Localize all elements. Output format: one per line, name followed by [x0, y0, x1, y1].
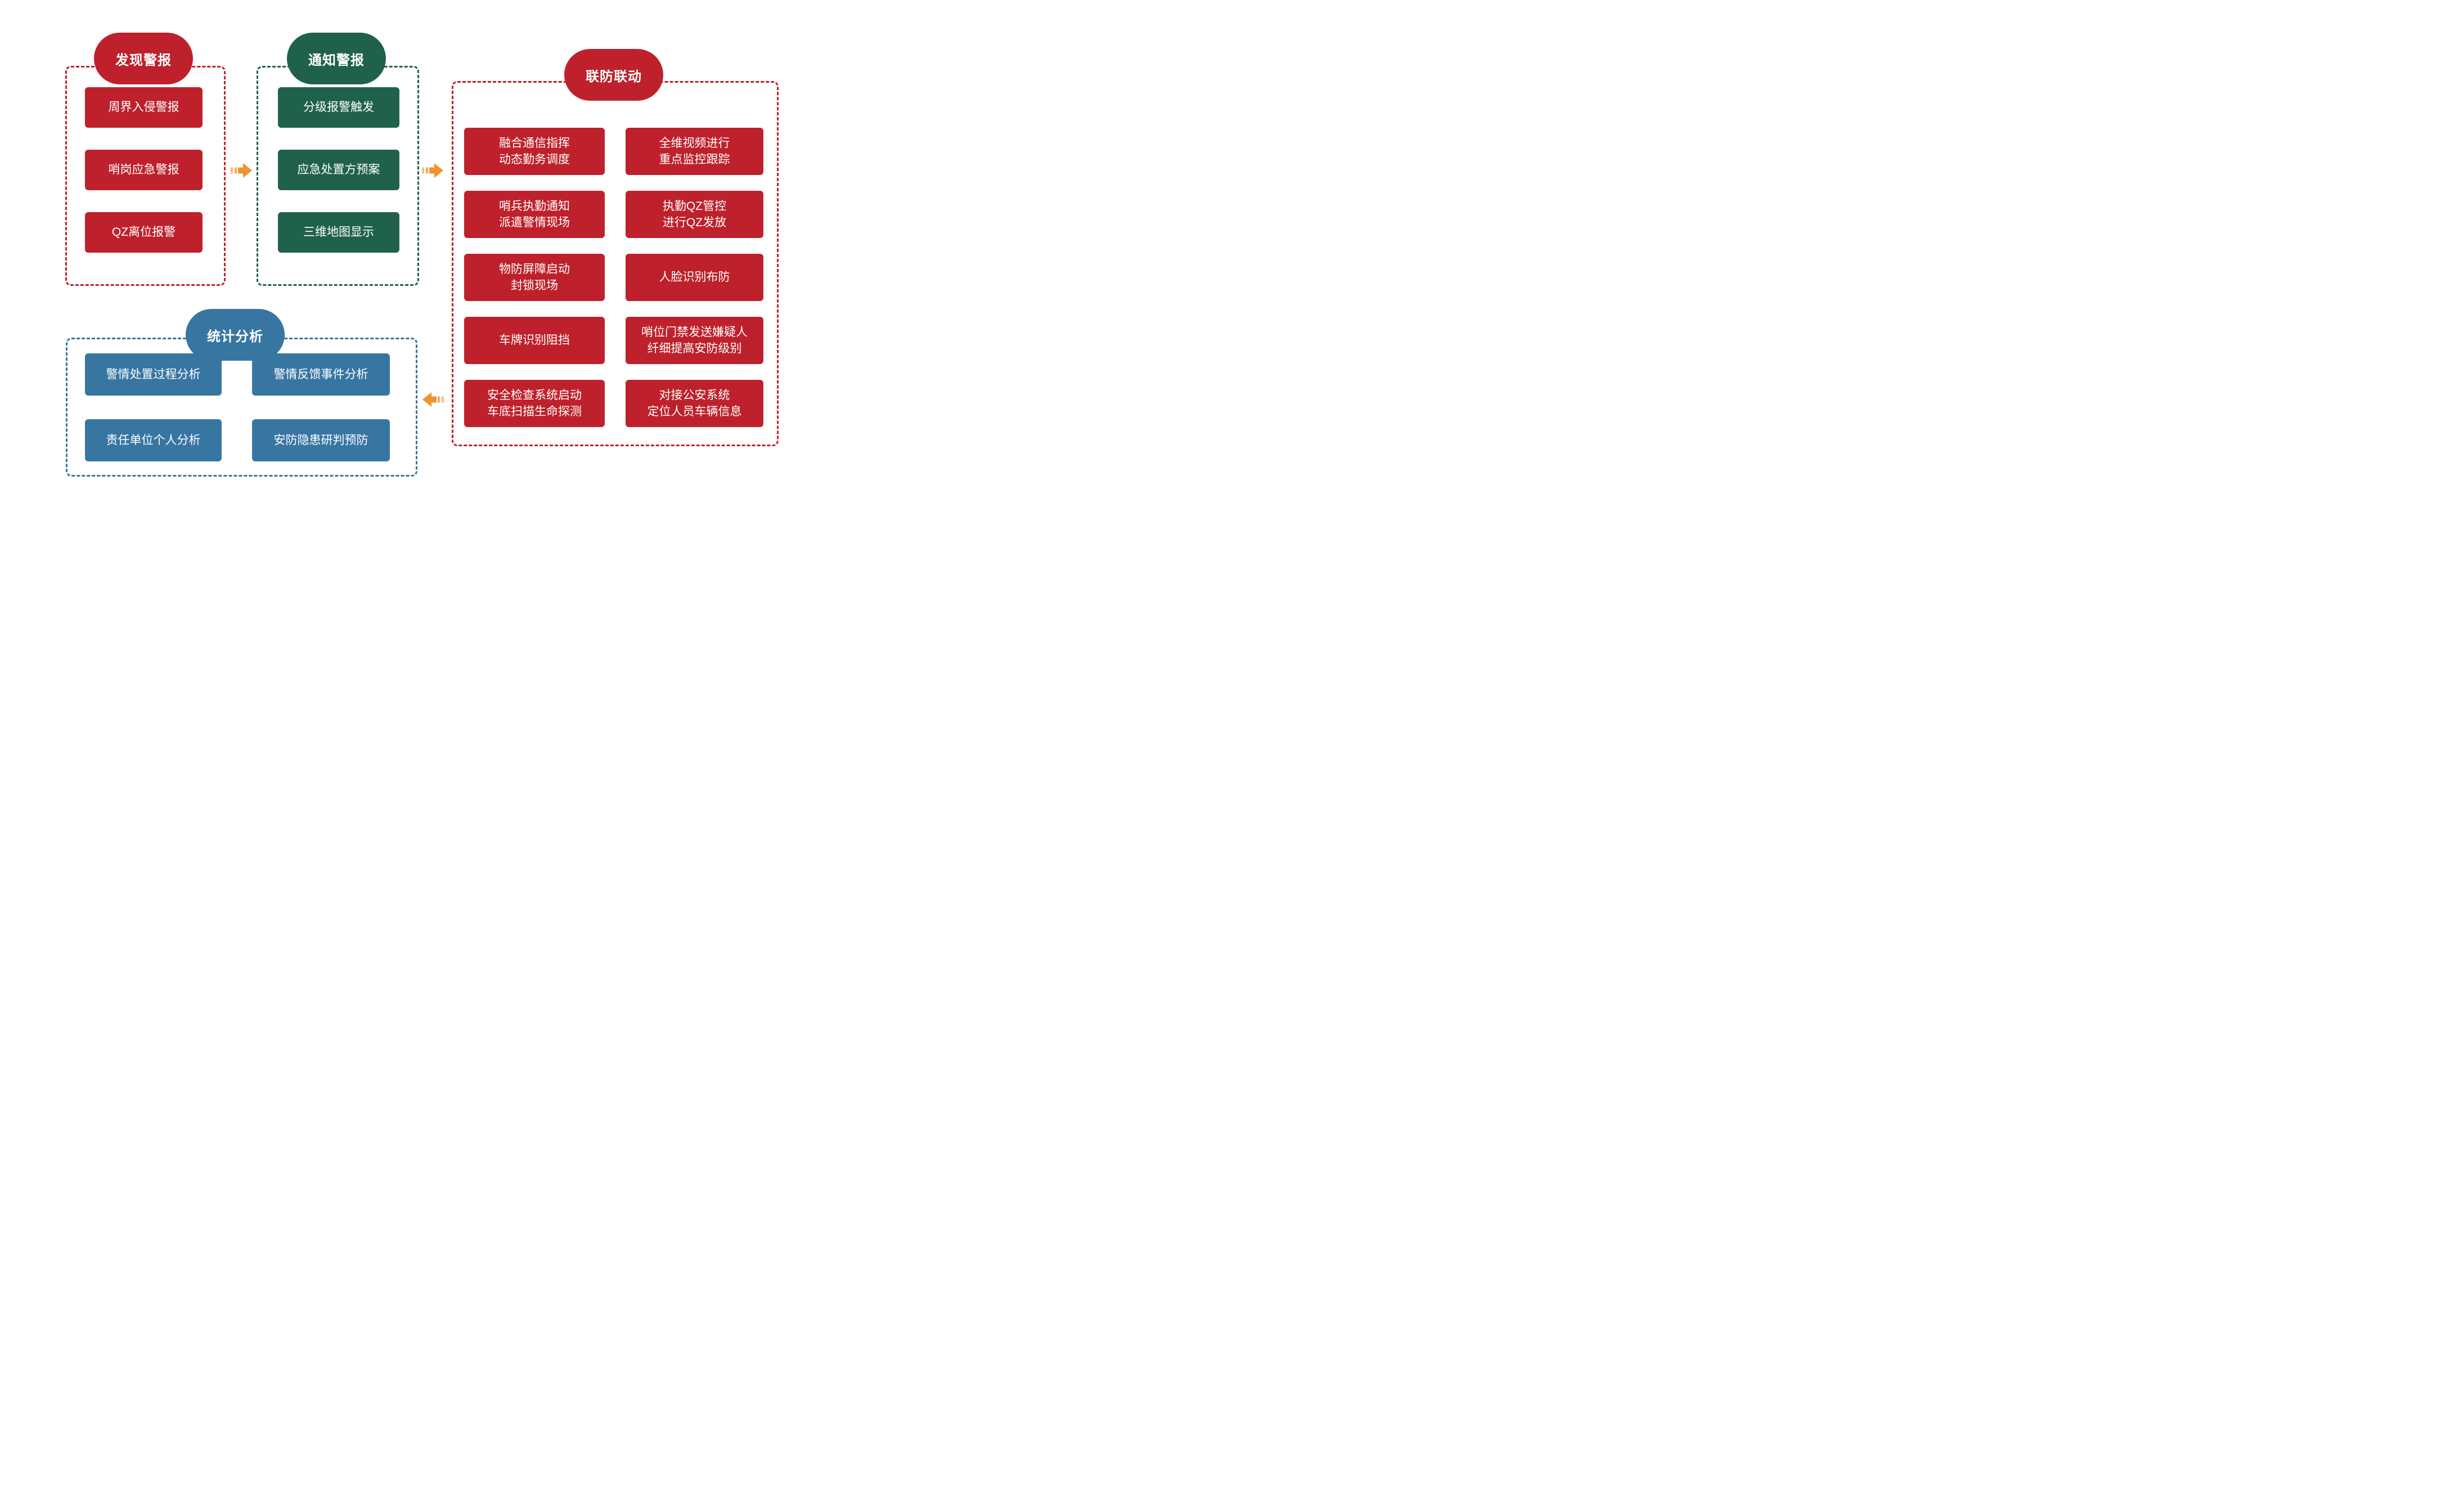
linkage-header-pill: 联防联动 [564, 49, 663, 101]
arrow-left-icon [421, 388, 444, 411]
node-qz-offsite-alarm: QZ离位报警 [85, 212, 203, 253]
stats-header-pill: 统计分析 [186, 309, 285, 361]
node-sentry-emergency-alarm: 哨岗应急警报 [85, 150, 203, 190]
discover-header-pill: 发现警报 [94, 33, 193, 84]
arrow-right-icon [230, 159, 254, 182]
node-emergency-response-plan: 应急处置方预案 [278, 150, 399, 190]
node-sentry-duty-notify: 哨兵执勤通知 派遣警情现场 [464, 191, 605, 238]
node-responsibility-analysis: 责任单位个人分析 [85, 419, 222, 461]
node-comms-command-dispatch: 融合通信指挥 动态勤务调度 [464, 128, 605, 175]
notify-header-pill: 通知警报 [287, 33, 386, 84]
node-police-system-link: 对接公安系统 定位人员车辆信息 [626, 380, 763, 427]
node-perimeter-intrusion-alarm: 周界入侵警报 [85, 87, 203, 128]
node-plate-recognition-block: 车牌识别阻挡 [464, 317, 605, 364]
node-graded-alarm-trigger: 分级报警触发 [278, 87, 399, 128]
node-video-tracking: 全维视频进行 重点监控跟踪 [626, 128, 763, 175]
linkage-header-label: 联防联动 [586, 69, 642, 84]
node-alarm-handling-analysis: 警情处置过程分析 [85, 353, 222, 396]
stats-header-label: 统计分析 [207, 329, 263, 344]
node-physical-barrier-lockdown: 物防屏障启动 封锁现场 [464, 254, 605, 301]
node-qz-control-issue: 执勤QZ管控 进行QZ发放 [626, 191, 763, 238]
arrow-right-icon [421, 159, 445, 182]
node-hidden-danger-analysis: 安防隐患研判预防 [252, 419, 390, 461]
node-security-check-scan: 安全检查系统启动 车底扫描生命探测 [464, 380, 605, 427]
node-alarm-feedback-analysis: 警情反馈事件分析 [252, 353, 390, 396]
flow-diagram: 发现警报 周界入侵警报 哨岗应急警报 QZ离位报警 通知警报 分级报警触发 应急… [0, 0, 821, 498]
node-face-recognition-deploy: 人脸识别布防 [626, 254, 763, 301]
node-access-control-suspect-alert: 哨位门禁发送嫌疑人 纤细提高安防级别 [626, 317, 763, 364]
node-3d-map-display: 三维地图显示 [278, 212, 399, 253]
notify-header-label: 通知警报 [308, 52, 365, 68]
discover-header-label: 发现警报 [115, 52, 172, 68]
